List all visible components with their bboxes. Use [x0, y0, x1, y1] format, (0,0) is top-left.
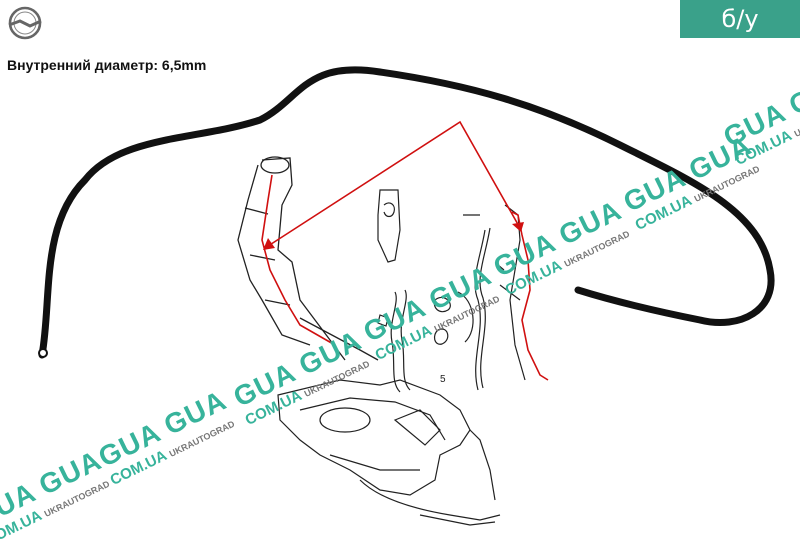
part-number-label: 5	[440, 374, 446, 385]
highlighted-fuel-pipe	[261, 120, 549, 381]
fuel-line-diagram: 5	[38, 66, 775, 526]
arrowhead-right	[512, 222, 524, 232]
vacuum-hose	[38, 66, 775, 359]
brackets-and-clips	[377, 189, 526, 393]
arrowhead-left	[263, 238, 275, 250]
opel-logo-icon	[8, 6, 42, 40]
filler-neck	[237, 156, 379, 361]
used-condition-badge: б/у	[680, 0, 800, 38]
inner-diameter-caption: Внутренний диаметр: 6,5mm	[7, 57, 207, 73]
fuel-tank	[277, 379, 501, 526]
